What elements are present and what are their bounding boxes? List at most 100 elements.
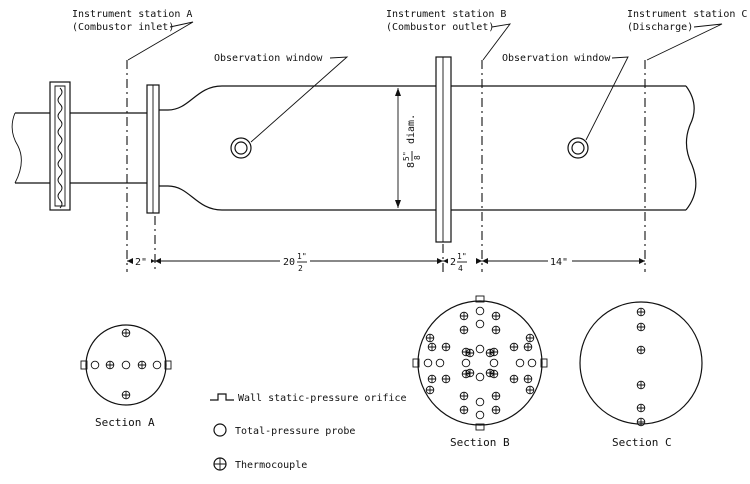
probe-icon bbox=[475, 397, 485, 407]
window-right-label: Observation window bbox=[502, 53, 629, 141]
section-b-circle bbox=[417, 300, 543, 426]
thermocouple-icon bbox=[636, 380, 646, 390]
section-a-label: Section A bbox=[95, 416, 155, 429]
probe-icon bbox=[423, 358, 433, 368]
window-right-outer bbox=[567, 137, 589, 159]
window-left-text: Observation window bbox=[214, 53, 323, 64]
thermocouple-icon bbox=[459, 405, 469, 415]
thermocouple-icon bbox=[105, 360, 115, 370]
station-b-line1: Instrument station B bbox=[386, 9, 506, 20]
station-c-line2: (Discharge) bbox=[627, 22, 693, 33]
diameter-dimension: 8 5" 8 diam. bbox=[395, 88, 422, 208]
thermocouple-icon bbox=[425, 333, 435, 343]
probe-icon bbox=[489, 358, 499, 368]
inlet-pipe bbox=[15, 112, 50, 184]
combustor-top-wall bbox=[159, 85, 436, 111]
dim-20-den: 2 bbox=[298, 264, 303, 273]
station-b-flange bbox=[435, 56, 452, 243]
section-c: Section C bbox=[579, 301, 703, 449]
orifice-icon bbox=[164, 360, 172, 370]
thermocouple-icon bbox=[523, 374, 533, 384]
dim-2in: 2" bbox=[135, 257, 147, 268]
gasket-outline bbox=[54, 85, 66, 207]
station-a-label: Instrument station A (Combustor inlet) bbox=[72, 9, 194, 61]
orifice-icon bbox=[80, 360, 88, 370]
orifice-icon bbox=[475, 423, 485, 431]
section-a-sensors bbox=[80, 328, 172, 400]
thermocouple-icon bbox=[525, 333, 535, 343]
section-a: Section A bbox=[80, 324, 172, 429]
thermocouple-icon bbox=[121, 328, 131, 338]
probe-icon bbox=[515, 358, 525, 368]
inlet-flange bbox=[49, 81, 71, 211]
section-c-sensors bbox=[636, 307, 646, 427]
station-c-line1: Instrument station C bbox=[627, 9, 747, 20]
thermocouple-icon bbox=[461, 347, 471, 357]
diameter-word: diam. bbox=[406, 114, 417, 144]
thermocouple-icon bbox=[636, 403, 646, 413]
station-a-leader bbox=[127, 21, 194, 61]
dim-20-whole: 20 bbox=[283, 257, 295, 268]
probe-symbol-icon bbox=[213, 423, 227, 437]
section-c-label: Section C bbox=[612, 436, 672, 449]
window-right-text: Observation window bbox=[502, 53, 611, 64]
diameter-whole: 8 bbox=[406, 162, 417, 168]
thermocouple-icon bbox=[441, 342, 451, 352]
thermocouple-icon bbox=[509, 342, 519, 352]
thermocouple-icon bbox=[121, 390, 131, 400]
inlet-break bbox=[11, 112, 22, 184]
thermocouple-icon bbox=[509, 374, 519, 384]
discharge-pipe bbox=[451, 85, 686, 211]
probe-icon bbox=[121, 360, 131, 370]
probe-icon bbox=[152, 360, 162, 370]
thermocouple-icon bbox=[427, 374, 437, 384]
probe-icon bbox=[475, 306, 485, 316]
station-b-leader bbox=[482, 23, 512, 61]
thermocouple-icon bbox=[636, 345, 646, 355]
inlet-section bbox=[70, 112, 147, 184]
orifice-icon bbox=[540, 358, 548, 368]
probe-icon bbox=[475, 319, 485, 329]
thermocouple-icon bbox=[636, 307, 646, 317]
probe-icon bbox=[475, 410, 485, 420]
thermocouple-icon bbox=[441, 374, 451, 384]
thermocouple-icon bbox=[491, 405, 501, 415]
section-b-label: Section B bbox=[450, 436, 510, 449]
thermocouple-icon bbox=[425, 385, 435, 395]
window-left-inner bbox=[234, 141, 248, 155]
thermocouple-icon bbox=[427, 342, 437, 352]
diameter-text: 8 5" 8 diam. bbox=[402, 114, 422, 168]
thermocouple-icon bbox=[523, 342, 533, 352]
station-a-line1: Instrument station A bbox=[72, 9, 192, 20]
orifice-icon bbox=[475, 295, 485, 303]
dim-2q-num: 1" bbox=[457, 252, 467, 261]
duct-assembly bbox=[11, 56, 697, 243]
dim-20-num: 1" bbox=[297, 252, 307, 261]
legend: Wall static-pressure orifice Total-press… bbox=[210, 393, 407, 471]
probe-icon bbox=[461, 358, 471, 368]
station-c-leader bbox=[646, 23, 723, 61]
legend-probe-text: Total-pressure probe bbox=[235, 426, 355, 437]
thermocouple-icon bbox=[459, 391, 469, 401]
window-left-label: Observation window bbox=[214, 53, 349, 143]
thermocouple-icon bbox=[489, 347, 499, 357]
dim-14in: 14" bbox=[550, 257, 568, 268]
window-left-leader bbox=[250, 56, 349, 143]
thermocouple-icon bbox=[489, 369, 499, 379]
orifice-icon bbox=[412, 358, 420, 368]
window-right-inner bbox=[571, 141, 585, 155]
window-right-leader bbox=[585, 56, 629, 141]
section-a-circle bbox=[85, 324, 167, 406]
gasket-wave bbox=[57, 87, 63, 209]
legend-thermo: Thermocouple bbox=[213, 457, 307, 471]
thermocouple-cross bbox=[214, 458, 226, 470]
window-left-outer bbox=[230, 137, 252, 159]
diameter-den: 8 bbox=[413, 155, 422, 160]
orifice-symbol-icon bbox=[210, 393, 234, 401]
d1-gap bbox=[133, 254, 151, 268]
diameter-num: 5" bbox=[402, 151, 411, 161]
legend-orifice: Wall static-pressure orifice bbox=[210, 393, 407, 404]
thermocouple-icon bbox=[459, 311, 469, 321]
d2-gap bbox=[280, 252, 310, 274]
